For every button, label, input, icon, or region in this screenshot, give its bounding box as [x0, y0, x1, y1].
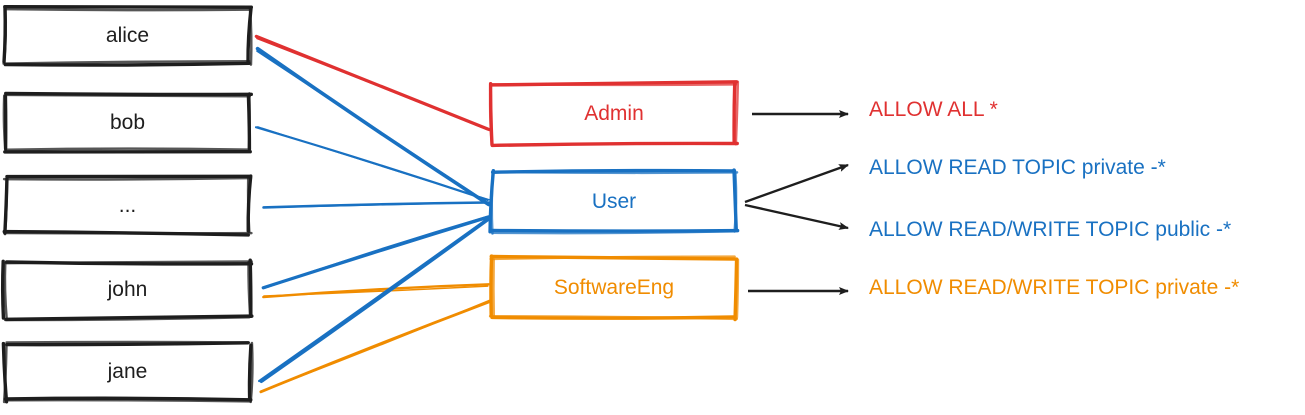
permission-arrow-allow-readwrite-topic-public	[744, 203, 849, 230]
permission-label-allow-read-topic-private: ALLOW READ TOPIC private -*	[869, 156, 1166, 179]
user-box-jane[interactable]	[1, 340, 254, 404]
edge-john-to-softwareeng	[262, 283, 491, 299]
permission-label-allow-readwrite-topic-private: ALLOW READ/WRITE TOPIC private -*	[869, 276, 1240, 299]
edge-bob-to-user	[254, 126, 491, 202]
role-assignment-edges	[254, 34, 492, 394]
permission-label-allow-all: ALLOW ALL *	[869, 98, 998, 121]
edge-john-to-user	[261, 215, 490, 290]
permission-arrow-allow-read-topic-private	[744, 163, 849, 204]
role-box-softwareeng[interactable]	[488, 254, 740, 322]
edge-jane-to-softwareeng	[259, 299, 491, 394]
user-box-alice[interactable]	[2, 4, 254, 67]
user-box-ellipsis[interactable]	[2, 174, 253, 237]
role-box-admin[interactable]	[488, 80, 740, 148]
user-box-bob[interactable]	[2, 91, 253, 154]
role-box-user[interactable]	[488, 168, 740, 235]
edge-ellipsis-to-user	[262, 201, 492, 209]
edge-alice-to-user	[255, 46, 491, 207]
permission-label-allow-readwrite-topic-public: ALLOW READ/WRITE TOPIC public -*	[869, 218, 1232, 241]
edge-jane-to-user	[258, 216, 491, 383]
user-box-john[interactable]	[0, 258, 254, 322]
permission-arrows	[744, 110, 849, 295]
edge-alice-to-admin	[254, 34, 491, 132]
node-boxes	[0, 4, 740, 404]
